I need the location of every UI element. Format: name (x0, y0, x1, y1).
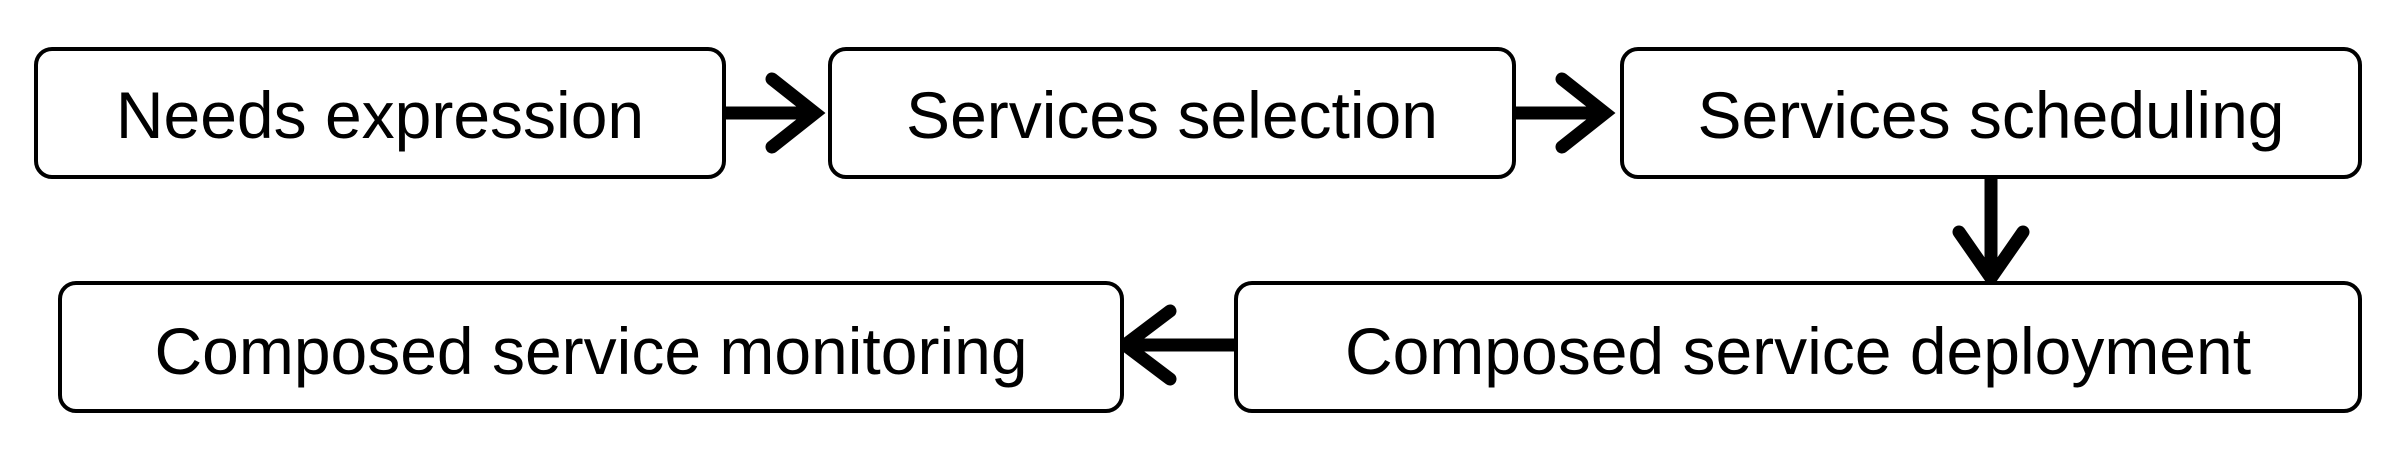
step-services-selection: Services selection (828, 47, 1516, 179)
step-label: Composed service monitoring (154, 314, 1027, 388)
step-needs-expression: Needs expression (34, 47, 726, 179)
step-composed-service-deployment: Composed service deployment (1234, 281, 2362, 413)
step-label: Composed service deployment (1345, 314, 2251, 388)
step-label: Services scheduling (1698, 78, 2285, 152)
step-services-scheduling: Services scheduling (1620, 47, 2362, 179)
step-label: Services selection (906, 78, 1438, 152)
arrow-right-icon (725, 72, 826, 154)
arrow-right-icon (1515, 72, 1616, 154)
step-label: Needs expression (116, 78, 644, 152)
step-composed-service-monitoring: Composed service monitoring (58, 281, 1124, 413)
arrow-left-icon (1114, 304, 1235, 386)
arrow-down-icon (1952, 178, 2030, 290)
